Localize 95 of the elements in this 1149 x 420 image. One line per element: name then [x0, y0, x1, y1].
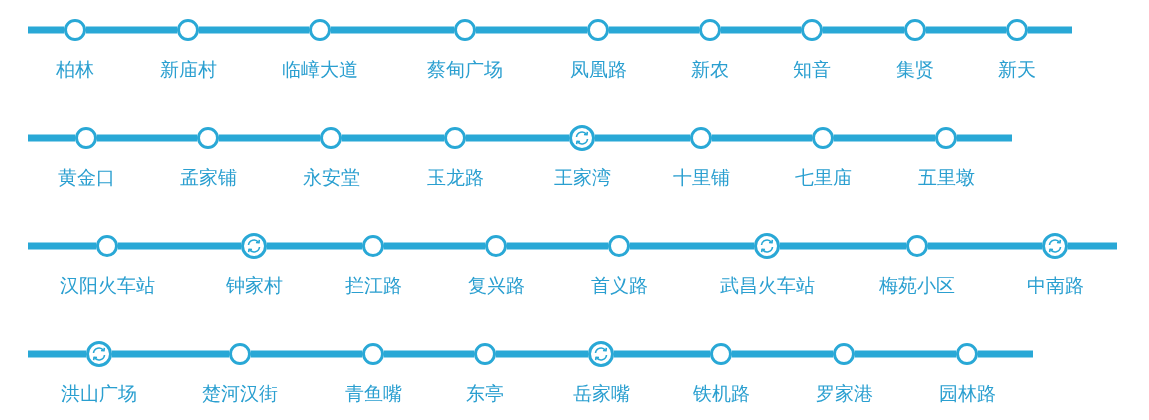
station-label: 钟家村: [225, 276, 283, 295]
line-segment: [199, 26, 309, 34]
station-label: 蔡甸广场: [427, 60, 503, 79]
station-label: 新庙村: [159, 60, 217, 79]
interchange-station-circle: [588, 341, 614, 367]
station-label: 武昌火车站: [719, 276, 815, 295]
station-circle: [229, 343, 251, 365]
line-segment: [496, 350, 588, 358]
line-segment: [928, 242, 1042, 250]
station-circle: [812, 127, 834, 149]
line-segment: [595, 134, 690, 142]
line-segment: [712, 134, 812, 142]
station-label: 中南路: [1026, 276, 1084, 295]
interchange-station-circle: [569, 125, 595, 151]
station-circle: [1006, 19, 1028, 41]
station-label: 东亭: [466, 384, 504, 403]
station-label: 知音: [793, 60, 831, 79]
interchange-station-circle: [754, 233, 780, 259]
station-circle: [833, 343, 855, 365]
station-circle: [485, 235, 507, 257]
station-circle: [320, 127, 342, 149]
station-label: 五里墩: [917, 168, 975, 187]
station-label: 铁机路: [692, 384, 750, 403]
station-circle: [454, 19, 476, 41]
station-label: 新农: [691, 60, 729, 79]
station-circle: [801, 19, 823, 41]
station-label: 罗家港: [815, 384, 873, 403]
station-circle: [690, 127, 712, 149]
line-segment: [823, 26, 904, 34]
station-label: 岳家嘴: [572, 384, 630, 403]
station-circle: [699, 19, 721, 41]
line-segment: [926, 26, 1006, 34]
line-segment: [721, 26, 801, 34]
line-segment: [630, 242, 754, 250]
station-label: 永安堂: [302, 168, 360, 187]
station-label: 黄金口: [57, 168, 115, 187]
station-circle: [75, 127, 97, 149]
station-label: 楚河汉街: [202, 384, 278, 403]
line-segment: [855, 350, 956, 358]
station-label: 首义路: [590, 276, 648, 295]
line-segment: [384, 350, 474, 358]
station-circle: [362, 343, 384, 365]
station-circle: [309, 19, 331, 41]
line-segment: [507, 242, 608, 250]
line-segment: [86, 26, 177, 34]
station-label: 集贤: [896, 60, 934, 79]
line-segment: [342, 134, 444, 142]
station-label: 孟家铺: [179, 168, 237, 187]
line-segment: [476, 26, 587, 34]
interchange-station-circle: [241, 233, 267, 259]
station-circle: [904, 19, 926, 41]
interchange-station-circle: [86, 341, 112, 367]
station-circle: [608, 235, 630, 257]
line-segment: [732, 350, 833, 358]
line-segment: [112, 350, 229, 358]
station-label: 七里庙: [794, 168, 852, 187]
line-segment: [384, 242, 485, 250]
line-segment: [614, 350, 710, 358]
station-label: 梅苑小区: [879, 276, 955, 295]
station-circle: [362, 235, 384, 257]
line-segment: [609, 26, 699, 34]
station-label: 柏林: [56, 60, 94, 79]
line-segment: [97, 134, 197, 142]
station-circle: [177, 19, 199, 41]
station-circle: [710, 343, 732, 365]
station-label: 拦江路: [344, 276, 402, 295]
station-circle: [587, 19, 609, 41]
station-label: 洪山广场: [61, 384, 137, 403]
line-segment: [219, 134, 320, 142]
station-circle: [474, 343, 496, 365]
station-label: 新天: [998, 60, 1036, 79]
station-label: 十里铺: [672, 168, 730, 187]
station-label: 汉阳火车站: [59, 276, 155, 295]
line-segment: [466, 134, 569, 142]
station-label: 临嶂大道: [282, 60, 358, 79]
interchange-station-circle: [1042, 233, 1068, 259]
station-circle: [197, 127, 219, 149]
station-circle: [906, 235, 928, 257]
station-label: 王家湾: [553, 168, 611, 187]
station-label: 青鱼嘴: [344, 384, 402, 403]
station-circle: [444, 127, 466, 149]
station-label: 玉龙路: [426, 168, 484, 187]
station-circle: [64, 19, 86, 41]
station-label: 凤凰路: [569, 60, 627, 79]
station-label: 园林路: [938, 384, 996, 403]
line-segment: [118, 242, 241, 250]
line-segment: [834, 134, 935, 142]
station-circle: [96, 235, 118, 257]
station-circle: [935, 127, 957, 149]
line-segment: [267, 242, 362, 250]
line-segment: [331, 26, 454, 34]
line-segment: [251, 350, 362, 358]
line-segment: [780, 242, 906, 250]
station-circle: [956, 343, 978, 365]
station-label: 复兴路: [467, 276, 525, 295]
